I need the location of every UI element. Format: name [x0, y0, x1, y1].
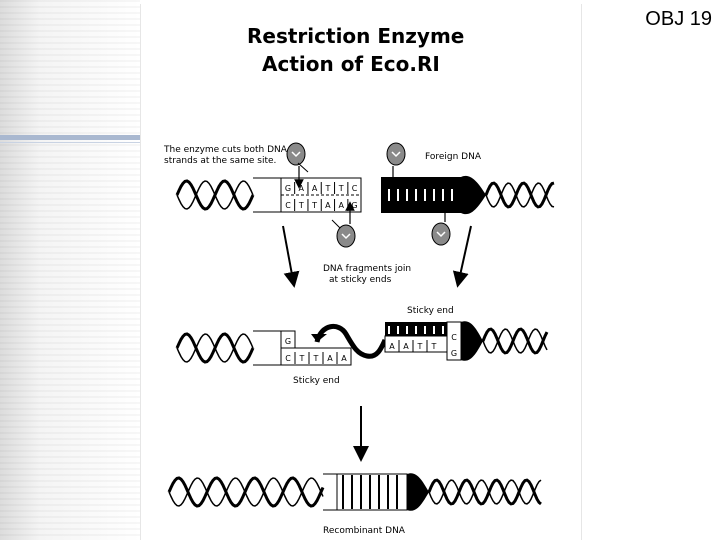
enzyme-icon-bottom-left: [331, 219, 356, 248]
diagram-panel: Restriction Enzyme Action of Eco.RI The …: [140, 4, 582, 540]
joining-curve: [314, 324, 388, 359]
helix-strand: [482, 328, 548, 354]
base-letter: T: [324, 184, 330, 193]
helix-strand: [427, 478, 542, 506]
helix-strand: [175, 179, 255, 211]
base-letter: T: [431, 342, 437, 351]
base-letter: C: [285, 354, 291, 363]
base-letter: G: [285, 337, 291, 346]
diagram-title-line2: Action of Eco.RI: [262, 52, 440, 76]
join-caption-line1: DNA fragments join: [323, 264, 412, 274]
flow-arrow-left: [282, 225, 300, 288]
helix-left-stage1: [175, 179, 255, 211]
helix-right-stage1: [484, 181, 555, 209]
base-letter: G: [285, 184, 291, 193]
join-caption: DNA fragments join at sticky ends: [323, 264, 411, 286]
base-letter: G: [351, 201, 357, 210]
base-letter: A: [403, 342, 409, 351]
recombinant-junction: [323, 473, 429, 511]
recombinant-dna-label: Recombinant DNA: [323, 526, 405, 536]
cut-site-box: [253, 177, 362, 213]
base-letter: A: [341, 354, 347, 363]
helix-strand: [175, 332, 255, 364]
base-letter: G: [451, 349, 457, 358]
base-letter: C: [451, 333, 457, 342]
base-letter: A: [338, 201, 344, 210]
helix-strand: [485, 182, 555, 208]
cut-caption-line2: strands at the same site.: [164, 156, 277, 166]
base-letter: T: [417, 342, 423, 351]
accent-bar-thin: [0, 142, 140, 143]
helix-strand: [168, 477, 324, 507]
enzyme-icon-bottom-right: [431, 222, 451, 246]
cut-caption-line1: The enzyme cuts both DNA: [164, 145, 287, 155]
base-letter: T: [311, 201, 317, 210]
base-letter: T: [298, 201, 304, 210]
base-letter: A: [327, 354, 333, 363]
join-caption-line2: at sticky ends: [329, 275, 392, 285]
cut-caption: The enzyme cuts both DNA strands at the …: [164, 145, 287, 167]
base-letter: A: [325, 201, 331, 210]
base-letter: T: [313, 354, 319, 363]
base-letter: C: [352, 184, 358, 193]
slide-background-left: [0, 0, 140, 540]
base-letter: T: [299, 354, 305, 363]
foreign-dna-label: Foreign DNA: [425, 152, 481, 162]
helix-strand: [167, 476, 325, 508]
enzyme-icon-top-left: [286, 142, 309, 173]
helix-strand: [481, 327, 549, 355]
sticky-end-label-top: Sticky end: [407, 306, 454, 316]
base-letter: C: [285, 201, 291, 210]
diagram-title-line1: Restriction Enzyme: [247, 24, 465, 48]
right-fragment-box: [384, 321, 483, 361]
sticky-end-label-bottom: Sticky end: [293, 376, 340, 386]
base-letter: A: [312, 184, 318, 193]
flow-arrow-right: [452, 225, 472, 288]
helix-right-stage3: [427, 478, 542, 506]
helix-right-stage2: [481, 327, 549, 355]
foreign-dna-stage1: [381, 175, 486, 215]
helix-left-stage2: [175, 332, 255, 364]
base-letter: A: [389, 342, 395, 351]
helix-strand: [484, 181, 555, 209]
accent-bar: [0, 135, 140, 140]
slide-objective-label: OBJ 19: [645, 8, 712, 30]
joining-arrowhead: [311, 334, 327, 342]
base-letter: A: [299, 184, 305, 193]
left-fragment-box: [253, 330, 352, 366]
enzyme-icon-top-right: [386, 142, 406, 166]
base-letter: T: [338, 184, 344, 193]
helix-left-stage3: [167, 476, 325, 508]
helix-strand: [428, 479, 542, 505]
